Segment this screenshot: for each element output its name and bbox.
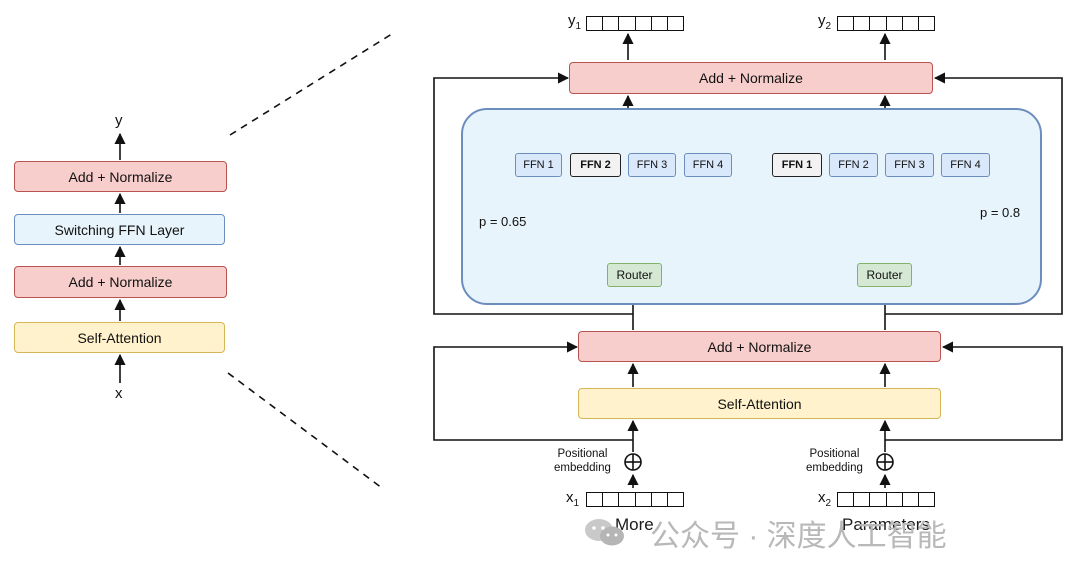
wechat-icon [583, 515, 627, 549]
ffn-left-3: FFN 3 [628, 153, 676, 177]
output-label-2: y2 [818, 12, 832, 32]
token-label-more: More [615, 515, 654, 534]
self-attention: Self-Attention [578, 388, 941, 419]
add-normalize-bottom: Add + Normalize [578, 331, 941, 362]
left-add-normalize-top: Add + Normalize [14, 161, 227, 192]
input-label-1: x1 [566, 489, 580, 509]
output-label-1: y1 [568, 12, 582, 32]
switching-ffn-panel [461, 108, 1042, 305]
ffn-right-3: FFN 3 [885, 153, 934, 177]
ffn-left-4: FFN 4 [684, 153, 732, 177]
input-vector-1 [586, 492, 684, 507]
prob-left: p = 0.65 [479, 214, 527, 229]
output-vector-1 [586, 16, 684, 31]
ffn-left-2-selected: FFN 2 [570, 153, 621, 177]
token-label-parameters: Parameters [842, 515, 930, 534]
ffn-right-2: FFN 2 [829, 153, 878, 177]
left-add-normalize-bottom: Add + Normalize [14, 266, 227, 298]
add-normalize-top: Add + Normalize [569, 62, 933, 94]
prob-right: p = 0.8 [980, 205, 1021, 220]
router-left: Router [607, 263, 662, 287]
input-vector-2 [837, 492, 935, 507]
ffn-right-4: FFN 4 [941, 153, 990, 177]
ffn-left-1: FFN 1 [515, 153, 562, 177]
left-input-label: x [115, 385, 123, 402]
left-switching-ffn-layer: Switching FFN Layer [14, 214, 225, 245]
ffn-right-1-selected: FFN 1 [772, 153, 822, 177]
left-self-attention: Self-Attention [14, 322, 225, 353]
router-right: Router [857, 263, 912, 287]
input-label-2: x2 [818, 489, 832, 509]
left-output-label: y [115, 112, 123, 129]
output-vector-2 [837, 16, 935, 31]
watermark: 公众号 · 深度人工智能 [650, 520, 947, 553]
